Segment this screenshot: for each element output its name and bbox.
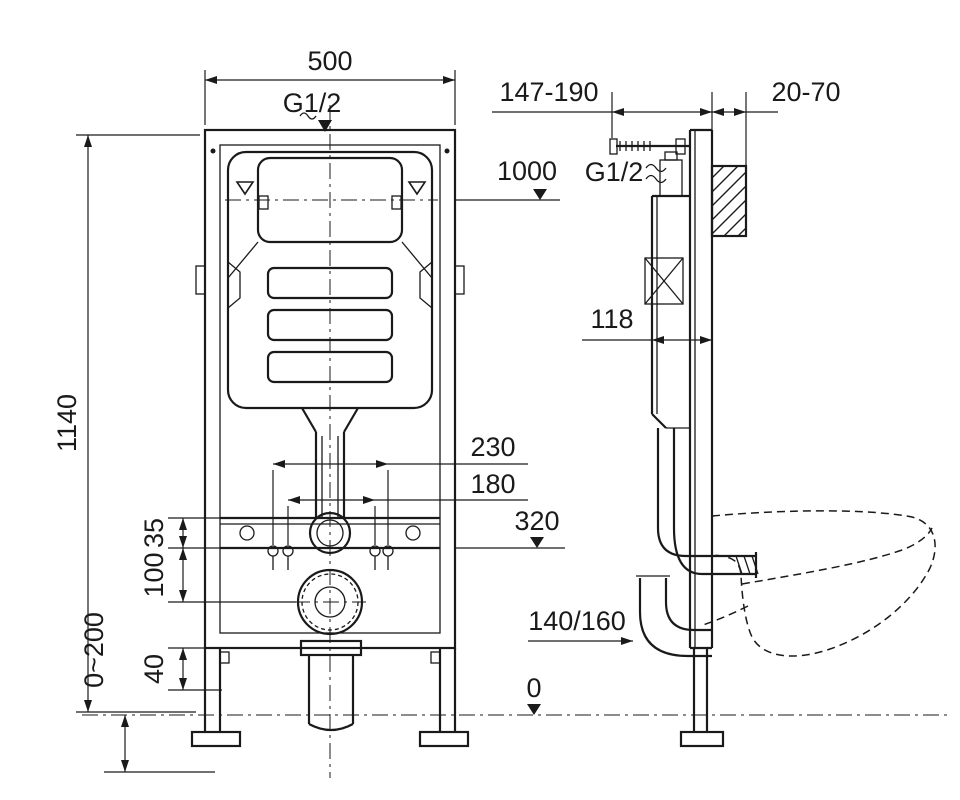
access-window xyxy=(256,156,404,244)
side-view xyxy=(609,128,936,748)
outlet-cylinder-bottom xyxy=(308,723,354,732)
dim-118-label: 118 xyxy=(590,304,633,334)
cistern-chamfer xyxy=(227,241,259,279)
window-tab xyxy=(258,195,269,210)
foot-plate xyxy=(679,730,725,748)
flush-elbow xyxy=(308,511,352,555)
level-marker-icon xyxy=(533,189,547,200)
cistern-slot xyxy=(266,350,394,384)
rail-hole xyxy=(405,525,421,541)
dim-35-label: 35 xyxy=(139,518,169,548)
rail-clip xyxy=(454,265,465,295)
level-0-label: 0 xyxy=(526,673,541,703)
water-flow-icon xyxy=(645,163,667,184)
dim-height-label: 1140 xyxy=(52,394,82,452)
outlet-flange xyxy=(299,639,363,657)
level-320-label: 320 xyxy=(514,506,559,536)
side-inlet-label: G1/2 xyxy=(585,157,644,187)
flush-valve-box xyxy=(644,257,684,305)
cistern-notch xyxy=(419,261,433,309)
dim-230-label: 230 xyxy=(470,432,515,462)
cistern-body xyxy=(226,150,434,410)
dim-40-label: 40 xyxy=(139,654,169,684)
dim-wall-offset-label: 20-70 xyxy=(771,77,840,107)
levels: 1000 320 0 xyxy=(455,156,565,715)
front-inlet-label: G1/2 xyxy=(283,88,342,118)
wall-section xyxy=(710,164,748,238)
water-level-icon xyxy=(407,181,427,196)
dim-width-label: 500 xyxy=(307,46,352,76)
side-dimensions: 147-190 20-70 G1/2 118 140/160 xyxy=(492,77,841,645)
dim-adjust-label: 0~200 xyxy=(79,612,109,688)
cistern-chamfer xyxy=(401,241,433,279)
water-level-icon xyxy=(235,181,255,196)
level-marker-icon xyxy=(530,537,544,548)
fixing-bolts xyxy=(267,545,394,570)
corner-hole xyxy=(444,148,450,154)
front-view xyxy=(190,105,470,778)
water-inlet-icon xyxy=(299,112,332,132)
level-1000-label: 1000 xyxy=(497,156,557,186)
foot-plate xyxy=(418,730,470,748)
rail-clip xyxy=(195,265,206,295)
dim-100-label: 100 xyxy=(139,552,169,597)
level-marker-icon xyxy=(527,704,541,715)
front-dimensions: 500 G1/2 1140 35 100 40 0~200 230 xyxy=(52,46,528,773)
frame-outer xyxy=(203,128,457,650)
window-tab xyxy=(391,195,402,210)
flush-elbow-inner xyxy=(316,519,344,547)
dim-180-label: 180 xyxy=(470,469,515,499)
wall-rod xyxy=(609,138,690,155)
dim-outlet-label: 140/160 xyxy=(528,606,626,636)
corner-hole xyxy=(210,148,216,154)
cistern-profile xyxy=(644,151,690,429)
dim-depth-range-label: 147-190 xyxy=(499,77,598,107)
cistern-slot xyxy=(266,266,394,300)
flush-pipe-taper xyxy=(301,407,317,433)
flush-bend xyxy=(656,428,759,578)
outlet-bend xyxy=(636,575,712,658)
toilet-bowl-outline xyxy=(699,510,936,657)
flush-pipe-taper xyxy=(343,407,359,433)
cistern-slot xyxy=(266,308,394,342)
rail-hole xyxy=(239,525,255,541)
foot-plate xyxy=(190,730,242,748)
cistern-notch xyxy=(227,261,241,309)
